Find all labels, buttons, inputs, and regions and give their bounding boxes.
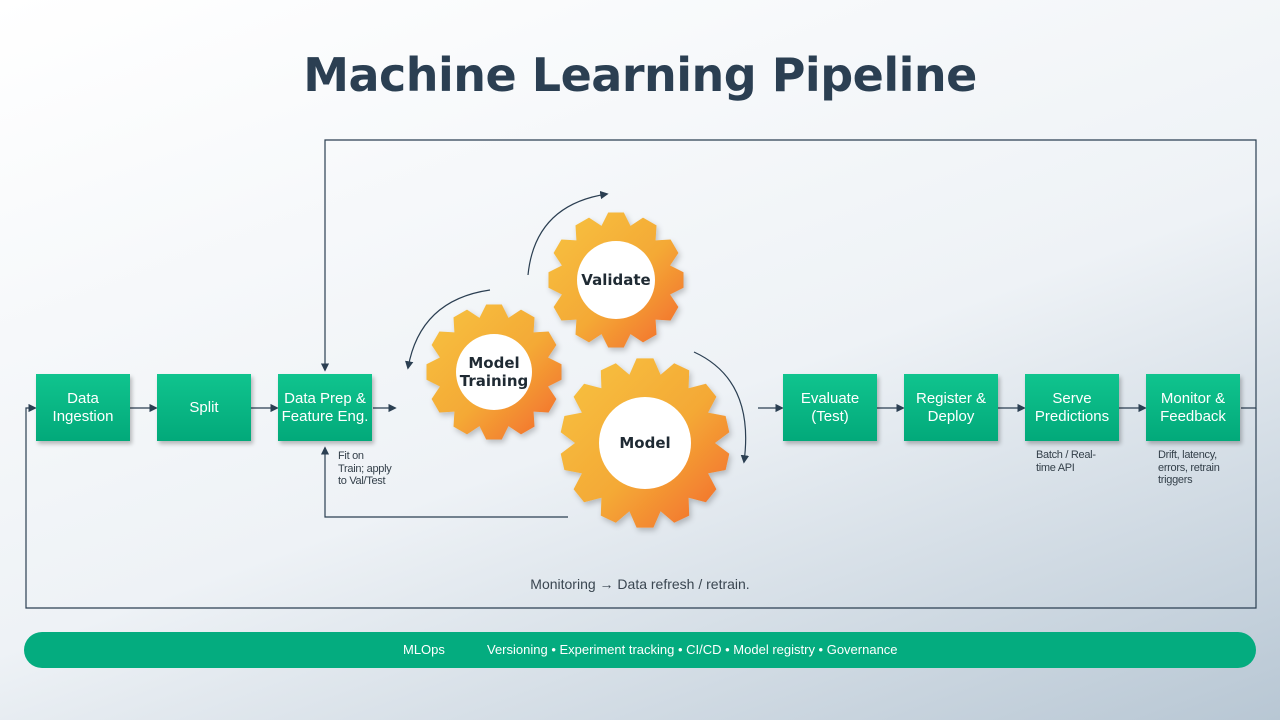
mlops-label: MLOps xyxy=(403,642,445,657)
page-title: Machine Learning Pipeline xyxy=(303,48,977,102)
step-monitor-feedback: Monitor & Feedback xyxy=(1146,374,1240,441)
step-data-prep-note: Fit on Train; apply to Val/Test xyxy=(338,450,392,487)
gear-model: Model xyxy=(560,358,730,528)
loop-top-connector xyxy=(320,139,1257,409)
gear-model-training-center xyxy=(456,334,532,410)
step-serve-predictions-note: Batch / Real- time API xyxy=(1036,449,1096,474)
mlops-items: Versioning • Experiment tracking • CI/CD… xyxy=(487,642,898,657)
gear-model-label: Model xyxy=(619,434,670,452)
cycle-arrow-left xyxy=(405,289,491,370)
cycle-arrow-right xyxy=(693,351,750,464)
step-data-ingestion: Data Ingestion xyxy=(36,374,130,441)
step-split: Split xyxy=(157,374,251,441)
step-monitor-feedback-note: Drift, latency, errors, retrain triggers xyxy=(1158,449,1220,486)
gear-model-center xyxy=(599,397,691,489)
step-data-prep: Data Prep & Feature Eng. xyxy=(278,374,372,441)
loop-caption: Monitoring → Data refresh / retrain. xyxy=(530,576,750,592)
step-evaluate: Evaluate (Test) xyxy=(783,374,877,441)
loop-bottom-connector xyxy=(25,403,1257,609)
gear-validate-center xyxy=(577,241,655,319)
model-to-prep-connector xyxy=(320,446,568,518)
step-register-deploy: Register & Deploy xyxy=(904,374,998,441)
cycle-arrow-top xyxy=(527,190,609,276)
gear-validate: Validate xyxy=(548,212,684,348)
step-serve-predictions: Serve Predictions xyxy=(1025,374,1119,441)
mlops-bar: MLOps Versioning • Experiment tracking •… xyxy=(24,632,1256,668)
gear-validate-label: Validate xyxy=(581,271,650,289)
